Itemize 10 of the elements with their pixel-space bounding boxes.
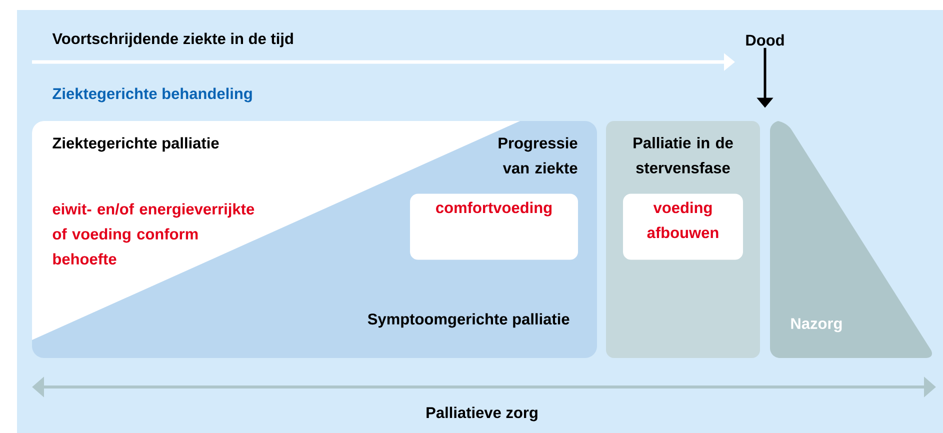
heading: Palliatieve zorg (426, 406, 538, 422)
panel-text: eiwit- en/of energieverrijkte of voeding conform behoefte (52, 203, 254, 265)
heading: Ziektegerichte behandeling (52, 88, 252, 102)
event-label: Dood (746, 34, 784, 46)
panel-text: Progressie van ziekte (498, 137, 578, 174)
food-box: comfortvoeding (410, 194, 578, 260)
panel-text: Symptoomgerichte palliatie (368, 313, 570, 328)
panel-text: Ziektegerichte palliatie (52, 137, 219, 152)
food-box: voeding afbouwen (623, 194, 743, 260)
heading: Voortschrijdende ziekte in de tijd (52, 32, 293, 48)
